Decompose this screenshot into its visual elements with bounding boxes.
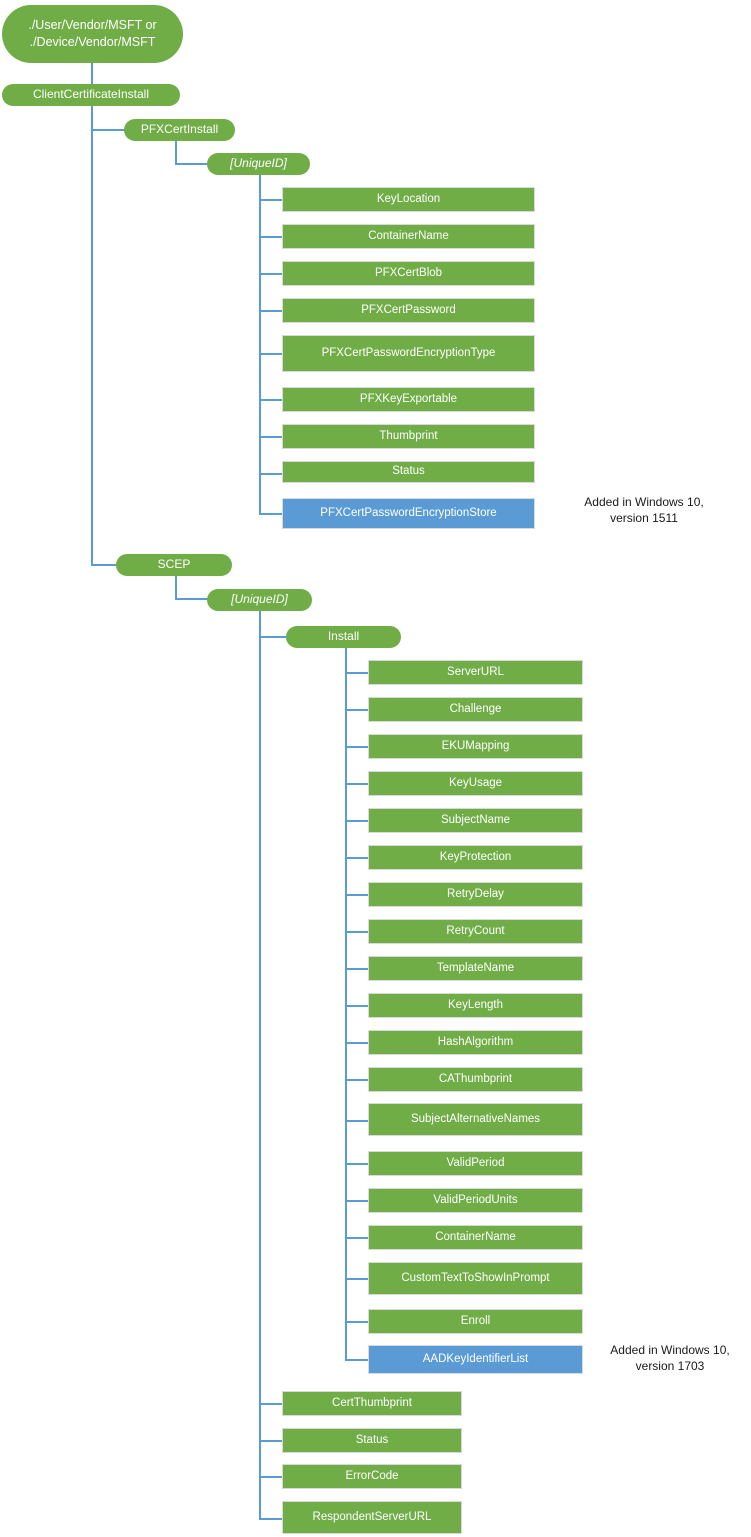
node-root-vendor-path[interactable]: ./User/Vendor/MSFT or ./Device/Vendor/MS…: [2, 5, 183, 63]
connector-pfx-leaf-2: [259, 273, 283, 275]
connector-pfx-trunk: [175, 141, 177, 165]
connector-install-leaf-6: [345, 894, 369, 896]
node-pfx-cert-install[interactable]: PFXCertInstall: [124, 119, 235, 141]
node-install-leaf-enroll[interactable]: Enroll: [368, 1309, 583, 1334]
node-install-leaf-validperiod[interactable]: ValidPeriod: [368, 1151, 583, 1176]
connector-install-leaf-2: [345, 746, 369, 748]
connector-install-leaf-12: [345, 1120, 369, 1122]
connector-install-leaf-3: [345, 783, 369, 785]
connector-scep-sibling-1: [259, 1440, 283, 1442]
node-install-leaf-validperiodunits[interactable]: ValidPeriodUnits: [368, 1188, 583, 1213]
connector-install-leaf-17: [345, 1321, 369, 1323]
connector-install-leaf-16: [345, 1278, 369, 1280]
connector-install-leaf-7: [345, 931, 369, 933]
node-install-leaf-ekumapping[interactable]: EKUMapping: [368, 734, 583, 759]
node-client-certificate-install[interactable]: ClientCertificateInstall: [2, 84, 180, 106]
node-install-leaf-serverurl[interactable]: ServerURL: [368, 660, 583, 685]
node-scep-leaf-status[interactable]: Status: [282, 1428, 462, 1453]
node-scep-unique-id[interactable]: [UniqueID]: [207, 589, 312, 611]
connector-install-leaf-10: [345, 1042, 369, 1044]
node-pfx-leaf-pfxcertpasswordencryptiontype[interactable]: PFXCertPasswordEncryptionType: [282, 335, 535, 372]
connector-install-leaf-11: [345, 1079, 369, 1081]
connector-pfx-uniqueid-trunk: [259, 175, 261, 513]
node-scep[interactable]: SCEP: [116, 554, 232, 576]
annotation-scep-added-in-windows: Added in Windows 10, version 1703: [610, 1343, 730, 1374]
connector-pfx-to-uniqueid: [175, 163, 209, 165]
node-install-leaf-retrydelay[interactable]: RetryDelay: [368, 882, 583, 907]
node-install-leaf-hashalgorithm[interactable]: HashAlgorithm: [368, 1030, 583, 1055]
node-pfx-leaf-status[interactable]: Status: [282, 461, 535, 483]
connector-scep-sibling-0: [259, 1403, 283, 1405]
node-install-leaf-retrycount[interactable]: RetryCount: [368, 919, 583, 944]
connector-install-leaf-8: [345, 968, 369, 970]
annotation-pfx-added-in-windows: Added in Windows 10, version 1511: [584, 495, 704, 526]
connector-scep-uniqueid-trunk: [259, 611, 261, 1519]
node-scep-leaf-errorcode[interactable]: ErrorCode: [282, 1464, 462, 1489]
connector-level1-to-pfx: [91, 129, 125, 131]
connector-scep-sibling-2: [259, 1476, 283, 1478]
connector-install-trunk: [345, 648, 347, 1359]
node-pfx-leaf-pfxkeyexportable[interactable]: PFXKeyExportable: [282, 387, 535, 412]
connector-install-leaf-15: [345, 1237, 369, 1239]
node-install-leaf-keylength[interactable]: KeyLength: [368, 993, 583, 1018]
node-pfx-leaf-thumbprint[interactable]: Thumbprint: [282, 424, 535, 449]
connector-install-leaf-0: [345, 672, 369, 674]
connector-pfx-leaf-3: [259, 310, 283, 312]
connector-install-leaf-1: [345, 709, 369, 711]
node-scep-leaf-respondentserverurl[interactable]: RespondentServerURL: [282, 1501, 462, 1534]
connector-install-leaf-5: [345, 857, 369, 859]
connector-level1-to-scep: [91, 564, 125, 566]
node-pfx-leaf-containername[interactable]: ContainerName: [282, 224, 535, 249]
connector-pfx-leaf-5: [259, 399, 283, 401]
connector-pfx-leaf-4: [259, 353, 283, 355]
node-install-leaf-subjectname[interactable]: SubjectName: [368, 808, 583, 833]
node-scep-install[interactable]: Install: [286, 626, 401, 648]
connector-install-leaf-13: [345, 1163, 369, 1165]
connector-root-to-level1: [91, 63, 93, 84]
connector-level1-trunk: [91, 106, 93, 566]
connector-pfx-leaf-0: [259, 199, 283, 201]
connector-install-leaf-14: [345, 1200, 369, 1202]
node-pfx-leaf-pfxcertpassword[interactable]: PFXCertPassword: [282, 298, 535, 323]
node-pfx-leaf-pfxcertpasswordencryptionstore[interactable]: PFXCertPasswordEncryptionStore: [282, 498, 535, 529]
node-install-leaf-challenge[interactable]: Challenge: [368, 697, 583, 722]
node-install-leaf-cathumbprint[interactable]: CAThumbprint: [368, 1067, 583, 1092]
node-pfx-unique-id[interactable]: [UniqueID]: [207, 153, 310, 175]
node-install-leaf-customtexttoshowinprompt[interactable]: CustomTextToShowInPrompt: [368, 1262, 583, 1295]
connector-install-leaf-9: [345, 1005, 369, 1007]
node-scep-leaf-certthumbprint[interactable]: CertThumbprint: [282, 1391, 462, 1416]
connector-pfx-leaf-1: [259, 236, 283, 238]
node-pfx-leaf-pfxcertblob[interactable]: PFXCertBlob: [282, 261, 535, 286]
connector-scep-sibling-3: [259, 1518, 283, 1520]
connector-pfx-leaf-6: [259, 436, 283, 438]
connector-pfx-leaf-7: [259, 473, 283, 475]
connector-scep-to-install: [259, 636, 293, 638]
node-install-leaf-templatename[interactable]: TemplateName: [368, 956, 583, 981]
connector-pfx-leaf-8: [259, 513, 283, 515]
node-install-leaf-aadkeyidentifierlist[interactable]: AADKeyIdentifierList: [368, 1345, 583, 1374]
connector-scep-trunk: [175, 576, 177, 600]
connector-install-leaf-4: [345, 820, 369, 822]
node-install-leaf-keyprotection[interactable]: KeyProtection: [368, 845, 583, 870]
node-pfx-leaf-keylocation[interactable]: KeyLocation: [282, 187, 535, 212]
node-install-leaf-keyusage[interactable]: KeyUsage: [368, 771, 583, 796]
connector-scep-to-uniqueid: [175, 598, 209, 600]
node-install-leaf-subjectalternativenames[interactable]: SubjectAlternativeNames: [368, 1103, 583, 1136]
connector-install-leaf-18: [345, 1359, 369, 1361]
node-install-leaf-containername[interactable]: ContainerName: [368, 1225, 583, 1250]
